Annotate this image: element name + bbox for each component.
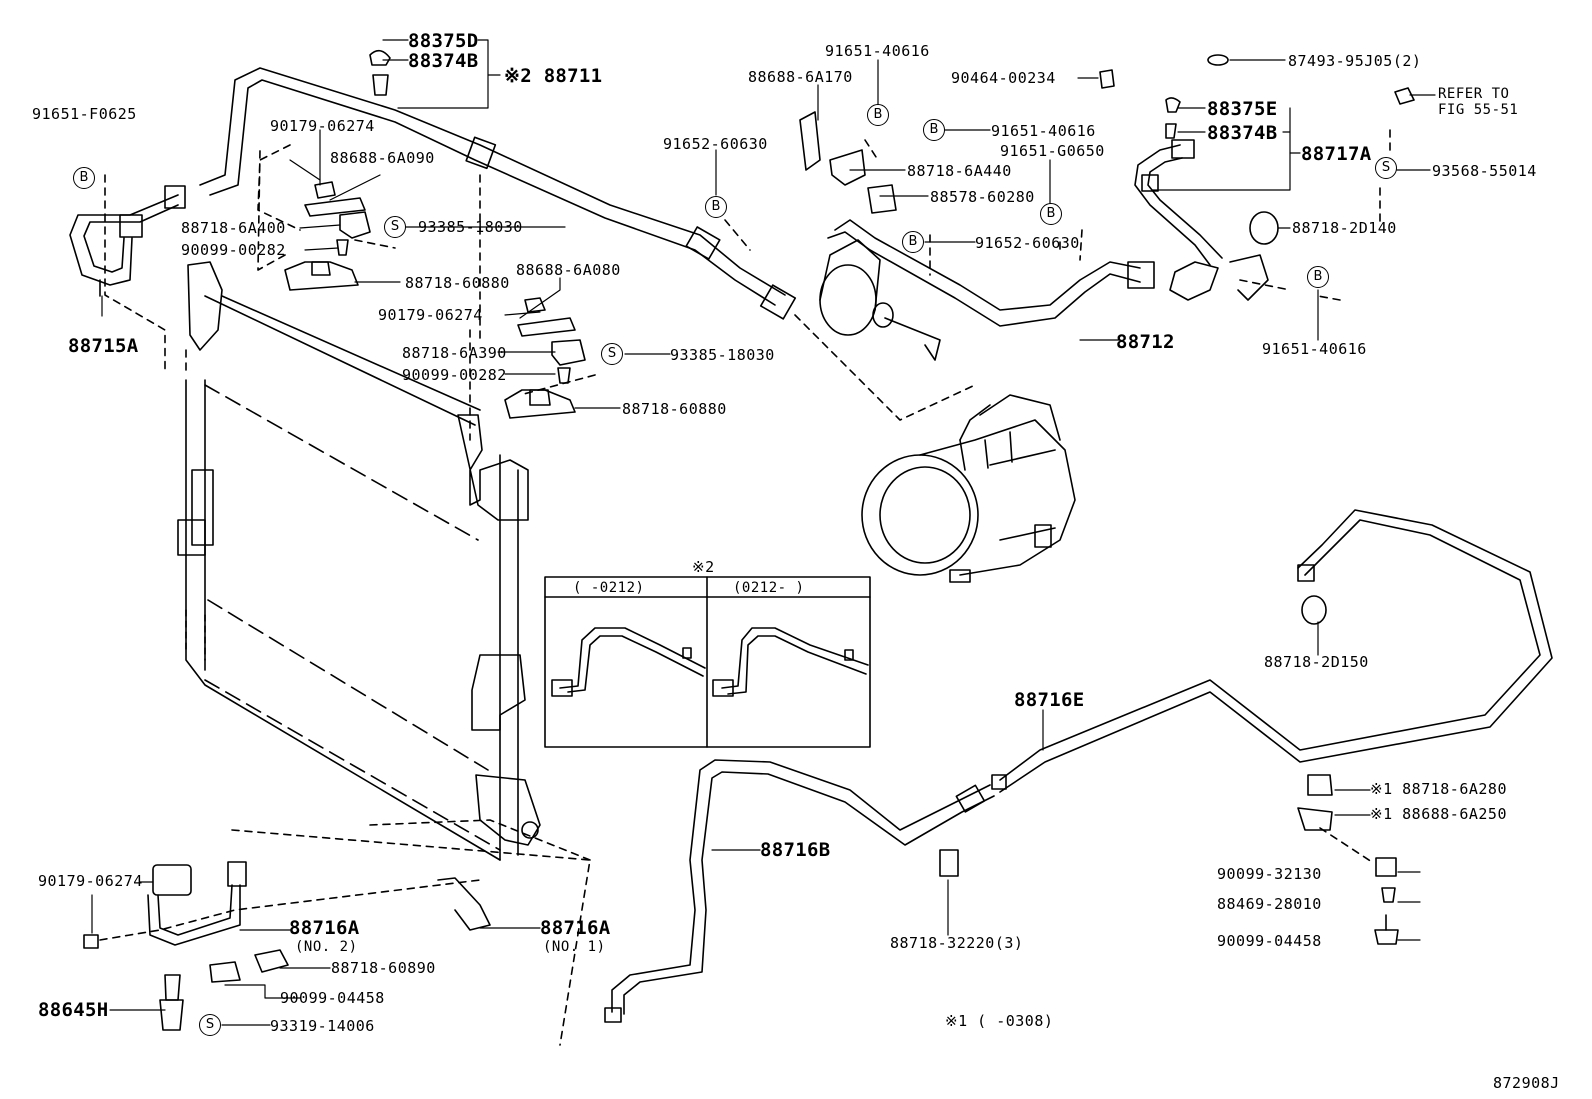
inset-left-header: ( -0212)	[573, 580, 645, 596]
callout-88578-60280: 88578-60280	[930, 188, 1035, 206]
callout-88688-6A170: 88688-6A170	[748, 68, 853, 86]
symbol-b-bolt: B	[73, 167, 95, 189]
clamp-hardware-upper	[284, 181, 586, 419]
leader-lines-left	[104, 144, 976, 441]
callout-88718-60880: 88718-60880	[405, 274, 510, 292]
callout-88469-28010: 88469-28010	[1217, 895, 1322, 913]
callout-88718-2D150: 88718-2D150	[1264, 653, 1369, 671]
symbol-s-clamp: S	[199, 1014, 221, 1036]
hose-88715A-drawing	[69, 185, 186, 297]
callout-88718-6A390: 88718-6A390	[402, 344, 507, 362]
callout-90099-00282: 90099-00282	[181, 241, 286, 259]
symbol-b-bolt: B	[705, 196, 727, 218]
symbol-b-bolt: B	[902, 231, 924, 253]
callout-88712: 88712	[1116, 331, 1175, 353]
inset-box-drawing	[544, 576, 871, 748]
callout-88718-2D140: 88718-2D140	[1292, 219, 1397, 237]
callout-90099-04458: 90099-04458	[280, 989, 385, 1007]
callout-88718-6A440: 88718-6A440	[907, 162, 1012, 180]
callout-refer-to: REFER TO	[1438, 86, 1510, 102]
symbol-b-bolt: B	[923, 119, 945, 141]
symbol-b-bolt: B	[1040, 203, 1062, 225]
callout-88374B: 88374B	[408, 50, 479, 72]
callout-88716E: 88716E	[1014, 689, 1085, 711]
line-88716B-drawing	[604, 759, 995, 1023]
symbol-s-clamp: S	[384, 216, 406, 238]
callout-87493-95J05: 87493-95J05(2)	[1288, 52, 1422, 70]
callout-90099-04458: 90099-04458	[1217, 932, 1322, 950]
callout-93319-14006: 93319-14006	[270, 1017, 375, 1035]
compressor-drawing	[861, 394, 1076, 583]
callout-91652-60630: 91652-60630	[663, 135, 768, 153]
hose-88717A-drawing	[1099, 54, 1415, 301]
callout-93568-55014: 93568-55014	[1432, 162, 1537, 180]
callout-88718-32220: 88718-32220(3)	[890, 934, 1024, 952]
callout-88716B: 88716B	[760, 839, 831, 861]
callout-88718-60890: 88718-60890	[331, 959, 436, 977]
inset-title: ※2	[692, 558, 715, 576]
callout-88374B: 88374B	[1207, 122, 1278, 144]
inset-right-header: (0212- )	[733, 580, 805, 596]
hardware-lower-right	[1297, 774, 1399, 945]
callout-91652-60630: 91652-60630	[975, 234, 1080, 252]
callout-90179-06274: 90179-06274	[378, 306, 483, 324]
callout-91651-40616: 91651-40616	[1262, 340, 1367, 358]
callout-90179-06274: 90179-06274	[38, 872, 143, 890]
callout-fig-55-51: FIG 55-51	[1438, 102, 1519, 118]
symbol-b-bolt: B	[867, 104, 889, 126]
line-88716E-drawing	[939, 509, 1553, 877]
callout-91651-40616: 91651-40616	[825, 42, 930, 60]
callout-88688-6A250: ※1 88688-6A250	[1370, 805, 1507, 823]
callout-90179-06274: 90179-06274	[270, 117, 375, 135]
callout-88711: ※2 88711	[504, 65, 603, 87]
callout-88375E: 88375E	[1207, 98, 1278, 120]
callout-88718-6A400: 88718-6A400	[181, 219, 286, 237]
diagram-id: 872908J	[1493, 1074, 1560, 1092]
callout-88718-6A280: ※1 88718-6A280	[1370, 780, 1507, 798]
symbol-s-clamp: S	[1375, 157, 1397, 179]
leader-lines-bottom	[99, 124, 1391, 1046]
callout-91651-G0650: 91651-G0650	[1000, 142, 1105, 160]
callout-88715A: 88715A	[68, 335, 139, 357]
callout-93385-18030: 93385-18030	[670, 346, 775, 364]
callout-88718-60880: 88718-60880	[622, 400, 727, 418]
callout-90099-32130: 90099-32130	[1217, 865, 1322, 883]
callout-88688-6A090: 88688-6A090	[330, 149, 435, 167]
callout-93385-18030: 93385-18030	[418, 218, 523, 236]
hose-88716A-drawing	[83, 861, 491, 1031]
hose-88712-drawing	[799, 111, 1155, 361]
callout-88645H: 88645H	[38, 999, 109, 1021]
callout-90464-00234: 90464-00234	[951, 69, 1056, 87]
hose-88711-drawing	[199, 49, 797, 320]
leader-lines-solid	[91, 39, 1436, 1026]
callout-91651-F0625: 91651-F0625	[32, 105, 137, 123]
footnote-1-date-range: ※1 ( -0308)	[945, 1012, 1054, 1030]
callout-90099-00282: 90099-00282	[402, 366, 507, 384]
callout-88375D: 88375D	[408, 30, 479, 52]
callout-88717A: 88717A	[1301, 143, 1372, 165]
callout-no1: (NO. 1)	[543, 939, 606, 955]
symbol-b-bolt: B	[1307, 266, 1329, 288]
callout-88716A-no2: 88716A	[289, 917, 360, 939]
callout-91651-40616: 91651-40616	[991, 122, 1096, 140]
callout-88688-6A080: 88688-6A080	[516, 261, 621, 279]
symbol-s-clamp: S	[601, 343, 623, 365]
callout-88716A-no1: 88716A	[540, 917, 611, 939]
callout-no2: (NO. 2)	[295, 939, 358, 955]
